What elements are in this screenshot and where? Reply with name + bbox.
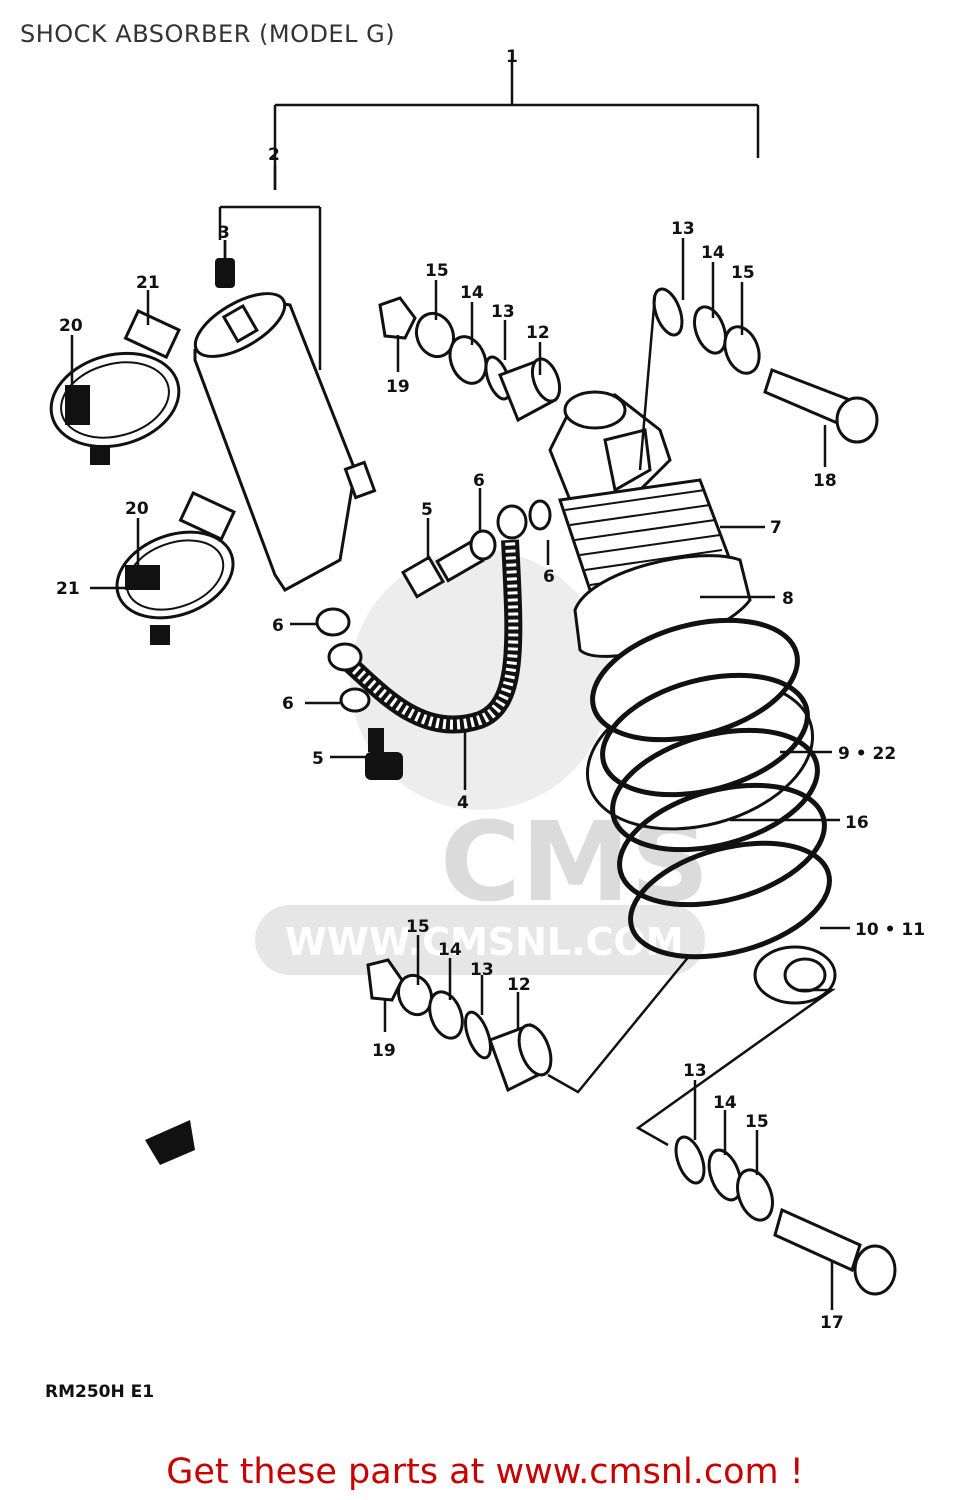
callout-8: 8 [782,589,794,609]
leader-lines [70,165,850,1310]
cms-watermark: CMS WWW.CMSNL.COM [255,550,709,975]
upper-right-bushing-set [652,287,761,375]
reservoir-clamp-lower [115,490,236,645]
sealing-washers [315,499,552,713]
front-arrow-icon [145,1120,195,1165]
callout-2: 2 [268,145,280,165]
banjo-bolt-lower [365,728,403,780]
callout-5-upper: 5 [421,500,433,520]
callout-14-lower-right: 14 [713,1093,737,1113]
reservoir-clamp-upper [49,308,181,465]
watermark-url: WWW.CMSNL.COM [285,920,684,964]
callout-5-lower: 5 [312,749,324,769]
callout-12-upper: 12 [526,323,550,343]
lower-left-bushing-set [366,958,553,1093]
callout-6-c: 6 [272,616,284,636]
callout-1: 1 [506,47,518,67]
callout-19-upper: 19 [386,377,410,397]
callout-10-11: 10 • 11 [855,920,925,940]
callout-17: 17 [820,1313,844,1333]
model-code: RM250H E1 [45,1382,154,1402]
shock-absorber-body [548,390,837,1005]
callout-14-lower-left: 14 [438,940,462,960]
callout-labels: 1 2 3 4 5 5 6 6 6 6 7 8 9 • 22 10 • 11 1… [45,47,925,1402]
callout-14-upper-left: 14 [460,283,484,303]
callout-13-lower-right: 13 [683,1061,707,1081]
callout-6-d: 6 [282,694,294,714]
page-title: SHOCK ABSORBER (MODEL G) [20,20,396,48]
callout-15-upper-left: 15 [425,261,449,281]
callout-4: 4 [457,793,469,813]
callout-13-upper-left: 13 [491,302,515,322]
callout-13-lower-left: 13 [470,960,494,980]
callout-20-lower: 20 [125,499,149,519]
callout-7: 7 [770,518,782,538]
callout-14-upper-right: 14 [701,243,725,263]
callout-15-lower-right: 15 [745,1112,769,1132]
callout-21-upper: 21 [136,273,160,293]
callout-15-lower-left: 15 [406,917,430,937]
callout-19-lower: 19 [372,1041,396,1061]
callout-6-b: 6 [543,567,555,587]
reservoir-hose [339,504,528,734]
get-parts-link[interactable]: Get these parts at www.cmsnl.com ! [166,1452,804,1492]
lower-right-bushing-set [674,1135,774,1222]
reservoir-tank [193,292,377,592]
assembly-bracket-1 [218,60,760,370]
callout-18: 18 [813,471,837,491]
callout-3: 3 [218,223,230,243]
callout-6-a: 6 [473,471,485,491]
lower-mounting-bolt [773,1207,897,1296]
callout-15-upper-right: 15 [731,263,755,283]
callout-13-upper-right: 13 [671,219,695,239]
callout-20-upper: 20 [59,316,83,336]
upper-mounting-bolt [763,368,879,444]
callout-16: 16 [845,813,869,833]
exploded-parts-diagram: CMS WWW.CMSNL.COM [45,47,925,1402]
callout-12-lower: 12 [507,975,531,995]
callout-9-22: 9 • 22 [838,744,896,764]
callout-21-lower: 21 [56,579,80,599]
